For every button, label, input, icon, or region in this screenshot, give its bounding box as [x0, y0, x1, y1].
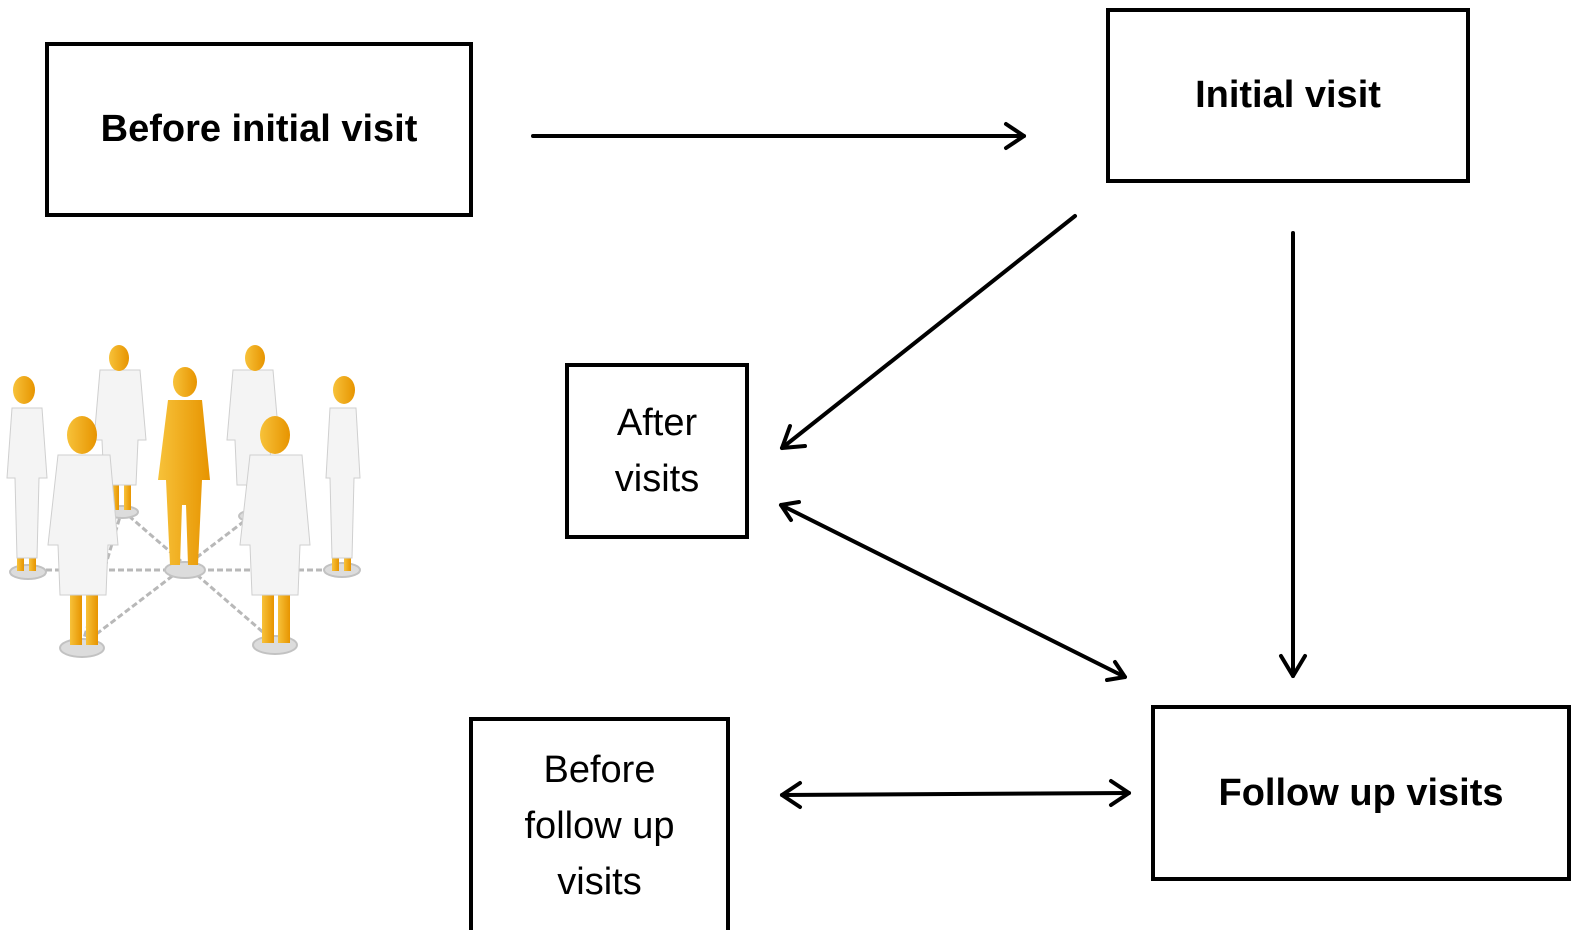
- node-before-follow-up-visits: Before follow up visits: [469, 717, 730, 930]
- arrow-before-follow-to-follow-up-bidirectional: [780, 779, 1131, 809]
- node-label: Follow up visits: [1218, 771, 1504, 814]
- node-follow-up-visits: Follow up visits: [1151, 705, 1571, 881]
- arrow-initial-to-after: [780, 214, 1077, 450]
- node-label: Before initial visit: [100, 108, 418, 150]
- arrow-before-initial-to-initial: [531, 122, 1026, 150]
- network-of-people-icon: [6, 345, 361, 658]
- arrow-initial-to-follow-up: [1279, 231, 1307, 678]
- node-label: Initial visit: [1195, 74, 1381, 116]
- arrow-after-to-follow-up-bidirectional: [779, 500, 1127, 682]
- node-before-initial-visit: Before initial visit: [45, 42, 473, 217]
- node-initial-visit: Initial visit: [1106, 8, 1470, 183]
- node-label: After visits: [614, 402, 700, 500]
- node-label: Before follow up visits: [524, 748, 675, 903]
- node-after-visits: After visits: [565, 363, 749, 539]
